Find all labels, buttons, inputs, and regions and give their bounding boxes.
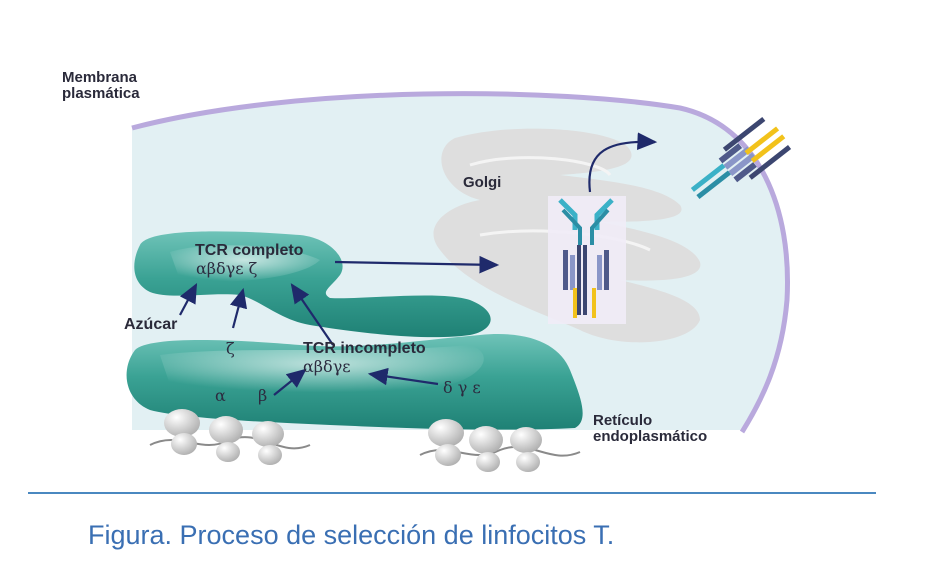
label-azucar: Azúcar [124,316,178,333]
label-reticulo-2: endoplasmático [593,428,708,445]
figure-caption: Figura. Proceso de selección de linfocit… [88,520,615,550]
cell-illustration [126,91,792,472]
label-tcr-completo-chains: αβδγε ζ [196,259,258,278]
label-delta-gamma-epsilon: δ γ ε [443,378,481,397]
caption-divider [28,492,876,494]
arrow-zeta [230,287,248,329]
arrow-azucar [179,283,198,316]
arrow-incomplete-to-complete [290,283,334,346]
arrow-dge [367,367,439,386]
tcr-vesicle [548,196,626,324]
arrow-beta [273,368,307,396]
arrow-to-surface [588,132,658,193]
label-membrana-1: Membrana [62,69,138,86]
plasma-membrane [131,91,790,434]
surface-tcr [690,116,792,200]
label-membrana-2: plasmática [62,85,140,102]
label-tcr-incompleto-chains: αβδγε [303,357,351,376]
label-golgi: Golgi [463,174,502,191]
label-beta: β [258,386,268,405]
flow-arrows [179,132,658,396]
ribosomes-left [149,409,311,465]
arrow-to-golgi [334,255,500,274]
label-zeta: ζ [226,339,235,358]
label-tcr-incompleto: TCR incompleto [303,340,426,357]
label-reticulo-1: Retículo [593,412,653,429]
ribosomes-right [419,419,581,472]
label-alpha: α [215,386,226,405]
label-tcr-completo: TCR completo [195,242,304,259]
